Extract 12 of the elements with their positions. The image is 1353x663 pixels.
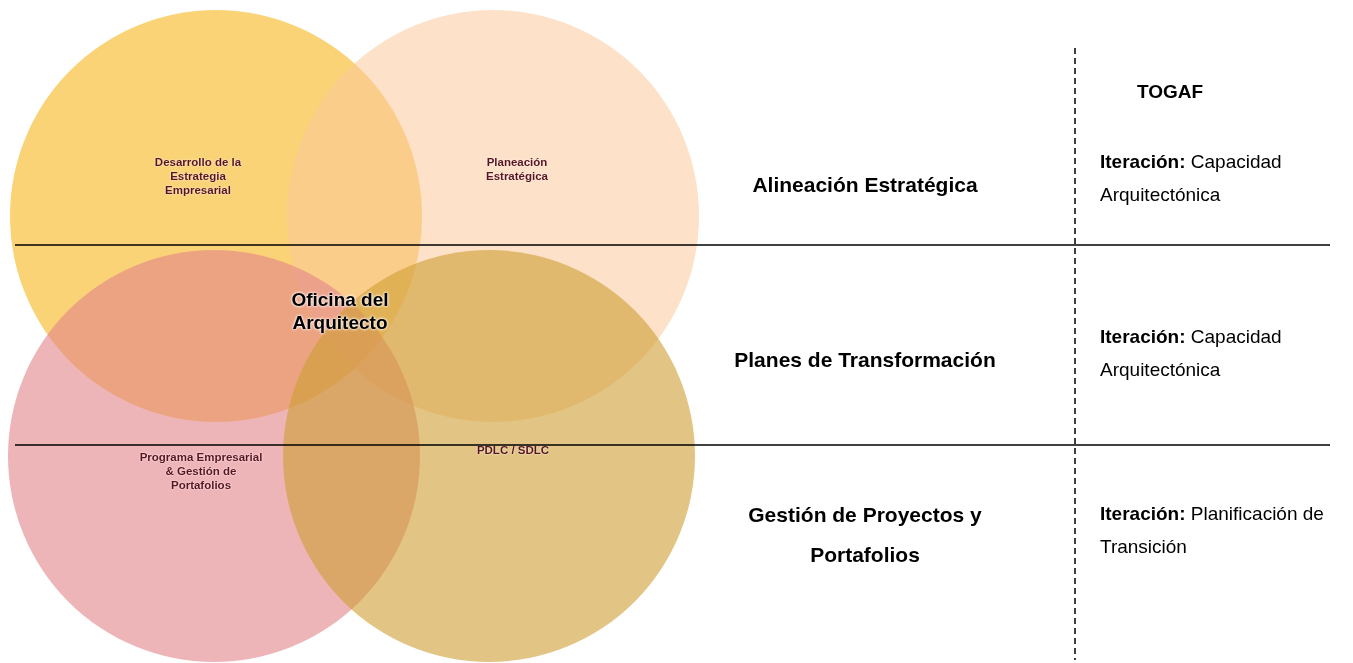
- circle-label: PDLC / SDLC: [475, 443, 551, 457]
- center-label: Oficina del Arquitecto: [290, 288, 390, 334]
- row-heading: Planes de Transformación: [733, 347, 997, 373]
- circle-label: Programa Empresarial & Gestión de Portafolios: [138, 450, 264, 492]
- column-heading: TOGAF: [1135, 80, 1205, 104]
- iteration-note: Iteración: Capacidad Arquitectónica: [1100, 150, 1283, 207]
- iteration-note: Iteración: Capacidad Arquitectónica: [1100, 325, 1283, 382]
- iteration-note: Iteración: Planificación de Transición: [1100, 502, 1325, 559]
- circle-label: Desarrollo de la Estrategia Empresarial: [153, 155, 243, 197]
- row-heading: Gestión de Proyectos y Portafolios: [747, 502, 983, 568]
- row-heading: Alineación Estratégica: [751, 172, 979, 198]
- circle-label: Planeación Estratégica: [485, 155, 549, 183]
